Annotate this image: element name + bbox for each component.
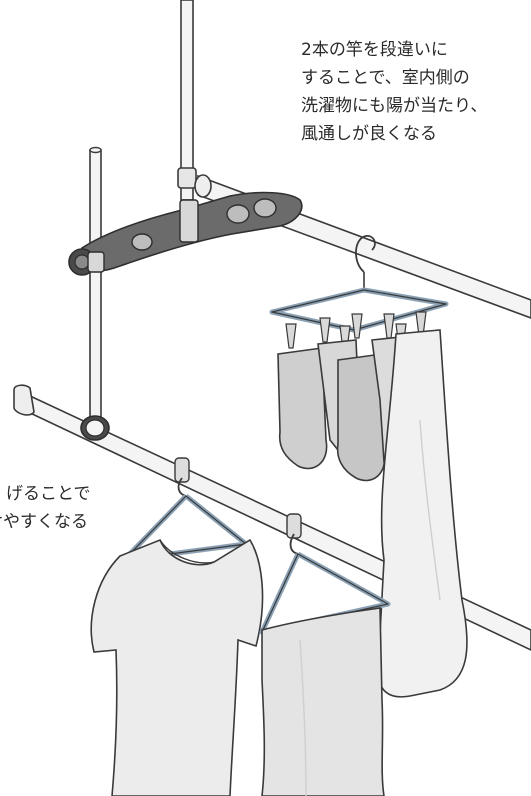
bracket-arm: [68, 191, 303, 276]
lower-caption-line: げることで: [6, 484, 91, 504]
folded-towel: [261, 607, 385, 796]
vertical-pole-front: [89, 146, 102, 421]
upper-caption-line: 2本の竿を段違いに: [301, 40, 448, 60]
tshirt-hanger: [121, 477, 249, 563]
lower-rod-caption: げることで けやすくなる: [0, 480, 91, 536]
sock-left: [277, 347, 328, 470]
tshirt: [90, 538, 264, 796]
vertical-pole-rear: [177, 0, 197, 201]
upper-caption-line: 洗濯物にも陽が当たり、: [301, 96, 488, 116]
lower-caption-line: けやすくなる: [0, 512, 88, 532]
hanging-towel: [377, 329, 468, 698]
upper-caption-line: することで、室内側の: [301, 68, 470, 88]
upper-caption-line: 風通しが良くなる: [301, 124, 437, 144]
upper-rod-caption: 2本の竿を段違いに することで、室内側の 洗濯物にも陽が当たり、 風通しが良くな…: [301, 36, 487, 148]
